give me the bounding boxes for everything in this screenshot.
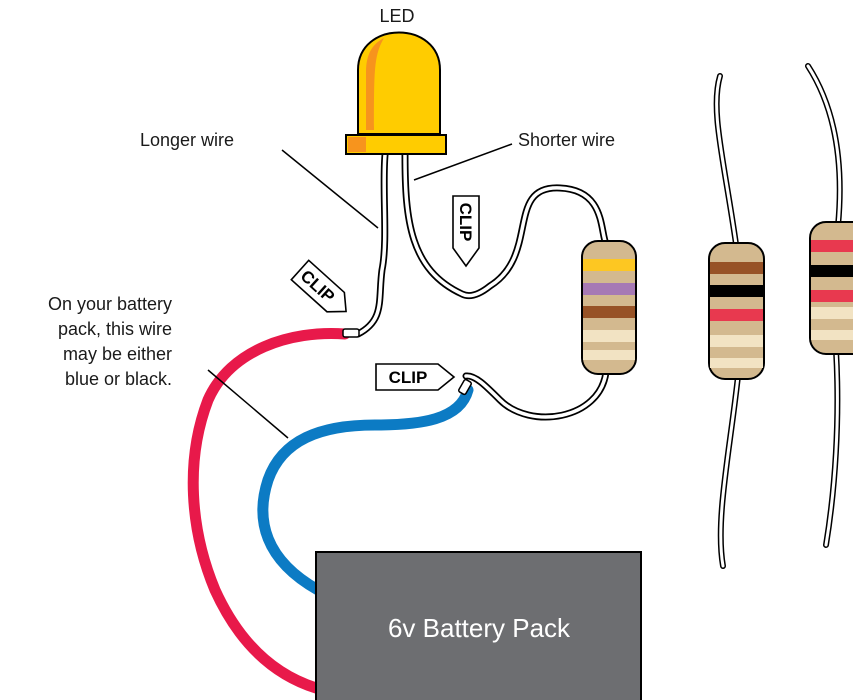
leader-lines: [207, 143, 513, 439]
clip-tag-2: CLIP: [452, 195, 480, 268]
led-label: LED: [379, 6, 414, 26]
resistor-far-right: [805, 63, 853, 548]
clip-tag-1: CLIP: [290, 259, 347, 313]
circuit-resistor-lead: [462, 368, 610, 421]
blue-wire-tip: [458, 378, 472, 396]
led-leads: [354, 151, 610, 338]
longer-wire-label: Longer wire: [140, 130, 234, 150]
shorter-wire-label: Shorter wire: [518, 130, 615, 150]
battery-note: On your battery pack, this wire may be e…: [48, 294, 172, 389]
battery-note-line: pack, this wire: [58, 319, 172, 339]
battery-note-line: On your battery: [48, 294, 172, 314]
red-wire: [187, 328, 351, 694]
clip-tag-3: CLIP: [375, 363, 456, 391]
battery-note-line: blue or black.: [65, 369, 172, 389]
battery-note-line: may be either: [63, 344, 172, 364]
circuit-resistor: [581, 240, 637, 375]
battery-pack-label: 6v Battery Pack: [388, 613, 571, 643]
red-wire-tip: [342, 328, 360, 338]
clip-label: CLIP: [389, 368, 428, 387]
blue-wire: [257, 384, 474, 596]
led-bulb: [345, 31, 447, 155]
battery-pack: 6v Battery Pack: [315, 551, 642, 700]
resistor-right: [708, 73, 765, 569]
clip-label: CLIP: [456, 203, 475, 242]
